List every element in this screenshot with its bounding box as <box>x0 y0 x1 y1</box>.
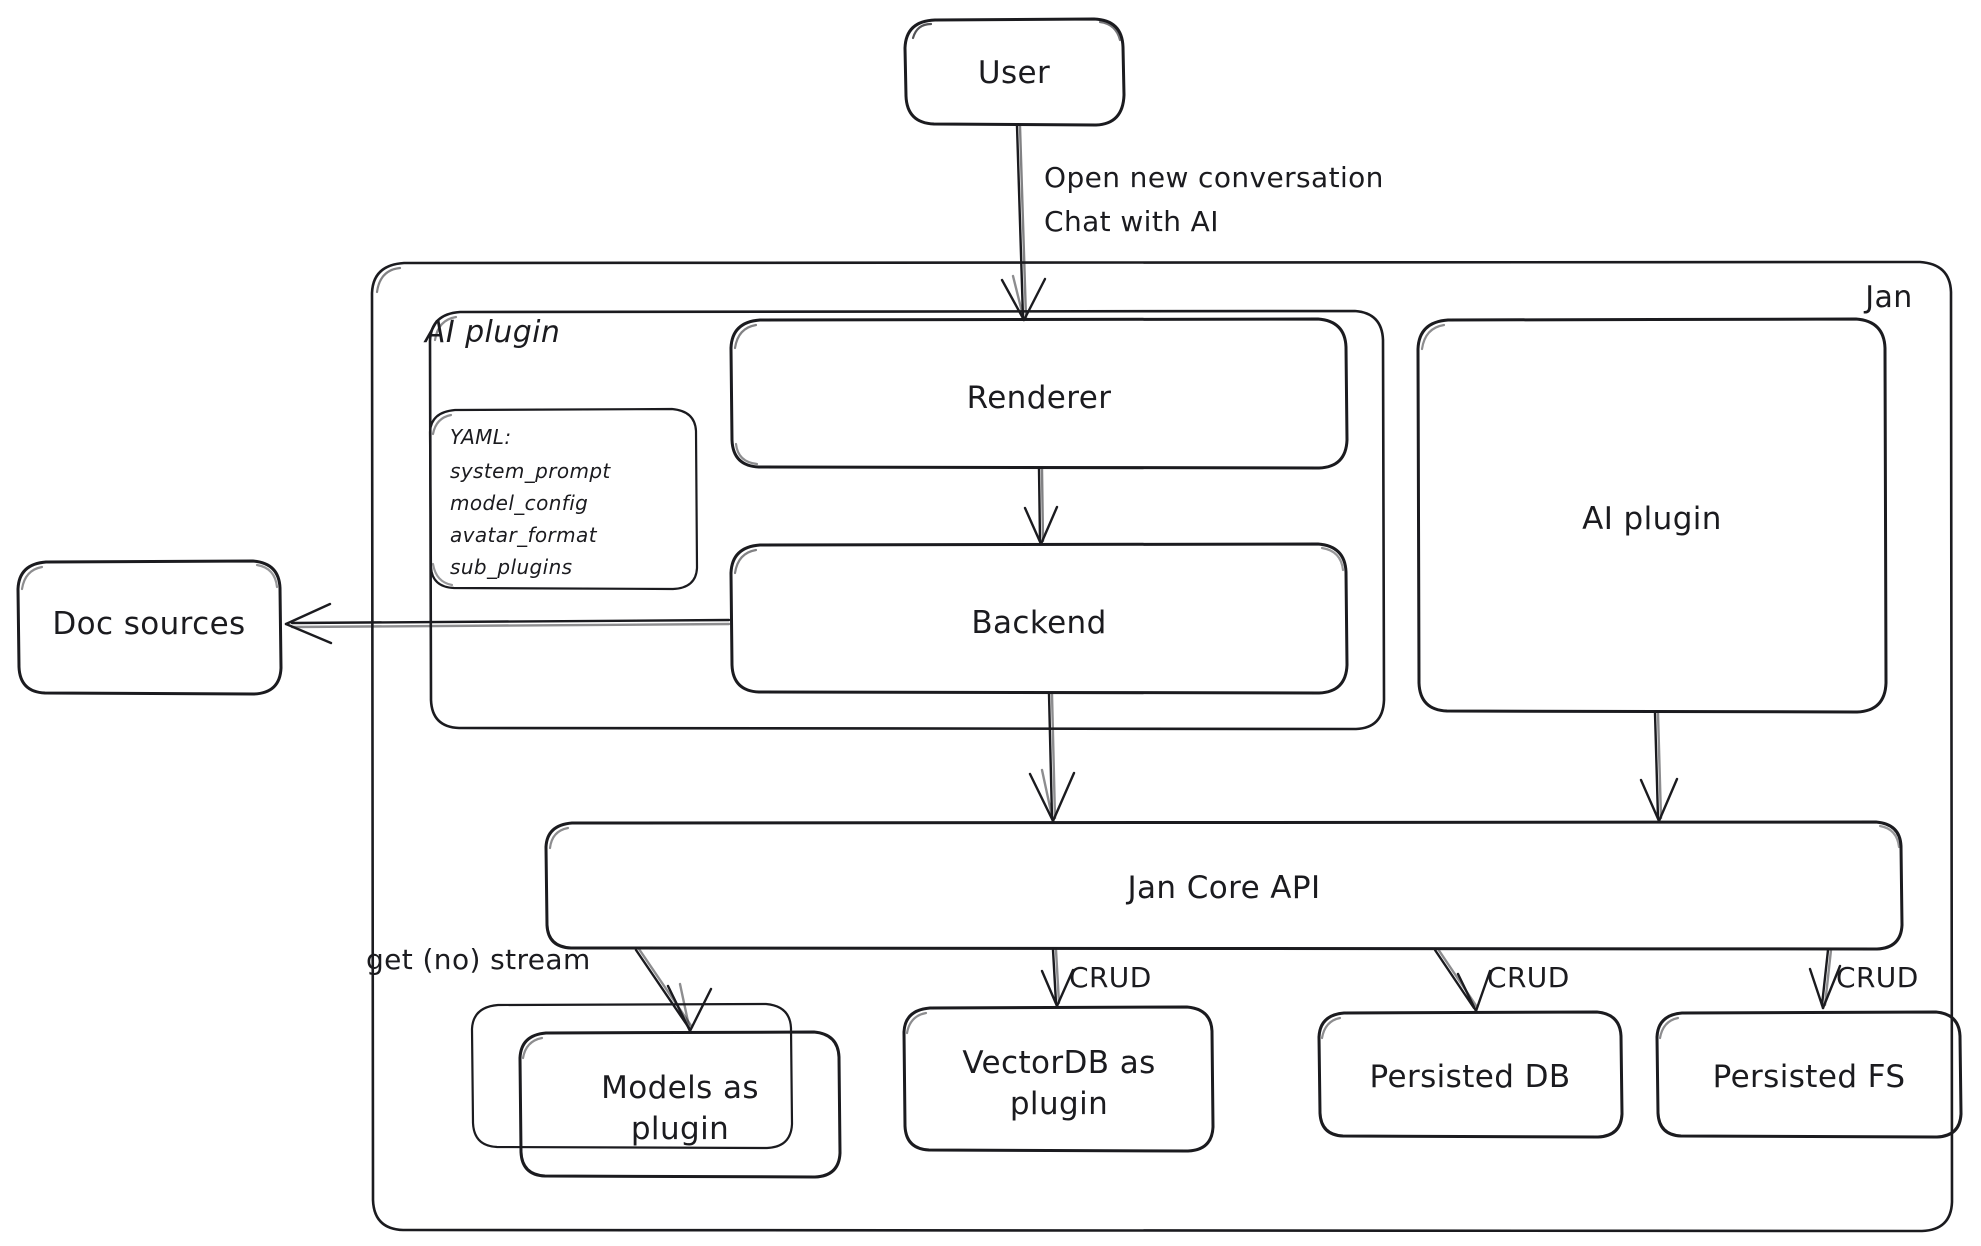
ai-plugin-node-label: AI plugin <box>1582 501 1722 537</box>
persisted-db-node-label: Persisted DB <box>1369 1059 1571 1095</box>
ai-plugin-group-shape <box>428 309 1386 731</box>
renderer-node-label: Renderer <box>966 380 1112 416</box>
yaml-card-header: YAML: <box>450 425 512 449</box>
jan-container-shape <box>370 260 1954 1233</box>
user-node-shape[interactable] <box>903 17 1126 127</box>
edge-label-user-flow-line2: Chat with AI <box>1044 205 1219 238</box>
renderer-node-shape[interactable] <box>729 317 1349 470</box>
models-as-plugin-node-label: Models as plugin <box>601 1068 759 1150</box>
vectordb-as-plugin-line1: VectorDB as <box>962 1045 1156 1081</box>
edge-backend-to-doc-sources <box>284 602 731 645</box>
edge-label-crud-vectordb: CRUD <box>1069 961 1152 994</box>
edge-backend-to-core-api <box>1028 692 1076 823</box>
edge-ai-plugin-to-core-api <box>1639 711 1679 823</box>
edge-renderer-to-backend <box>1023 467 1059 546</box>
persisted-fs-node-label: Persisted FS <box>1712 1059 1906 1095</box>
persisted-db-node-shape[interactable] <box>1317 1010 1624 1139</box>
persisted-fs-node-shape[interactable] <box>1655 1010 1963 1139</box>
edge-core-api-to-persisted-db <box>1433 947 1492 1013</box>
vectordb-as-plugin-node-shape[interactable] <box>902 1005 1215 1153</box>
models-as-plugin-node-shape[interactable] <box>470 1002 842 1179</box>
edge-user-to-renderer <box>1000 124 1047 322</box>
edge-core-api-to-vectordb <box>1040 948 1075 1008</box>
backend-node-label: Backend <box>971 605 1107 641</box>
doc-sources-node-shape[interactable] <box>16 559 283 696</box>
edge-core-api-to-persisted-fs <box>1808 948 1842 1010</box>
yaml-card-key-1: model_config <box>450 491 589 515</box>
jan-core-api-node-shape[interactable] <box>544 820 1904 951</box>
yaml-card-shape <box>428 407 699 591</box>
jan-container-label: Jan <box>1865 280 1913 315</box>
jan-core-api-node-label: Jan Core API <box>1127 870 1321 906</box>
yaml-card-key-3: sub_plugins <box>450 555 573 579</box>
ai-plugin-node-shape[interactable] <box>1416 317 1888 714</box>
vectordb-as-plugin-node-label: VectorDB as plugin <box>962 1043 1155 1125</box>
models-as-plugin-line1: Models as <box>601 1070 759 1106</box>
yaml-card-key-0: system_prompt <box>450 459 611 483</box>
user-node-label: User <box>977 55 1051 91</box>
backend-node-shape[interactable] <box>729 542 1349 695</box>
edge-label-get-stream: get (no) stream <box>366 943 591 976</box>
models-as-plugin-line2: plugin <box>630 1110 730 1147</box>
doc-sources-node-label: Doc sources <box>52 606 246 642</box>
edge-label-user-flow-line1: Open new conversation <box>1044 161 1384 194</box>
vectordb-as-plugin-line2: plugin <box>1009 1085 1109 1122</box>
edge-label-crud-persisted-db: CRUD <box>1487 961 1570 994</box>
edge-core-api-to-models <box>634 947 713 1033</box>
yaml-card-key-2: avatar_format <box>450 523 597 547</box>
edge-label-crud-persisted-fs: CRUD <box>1836 961 1919 994</box>
ai-plugin-group-label: AI plugin <box>425 315 561 350</box>
